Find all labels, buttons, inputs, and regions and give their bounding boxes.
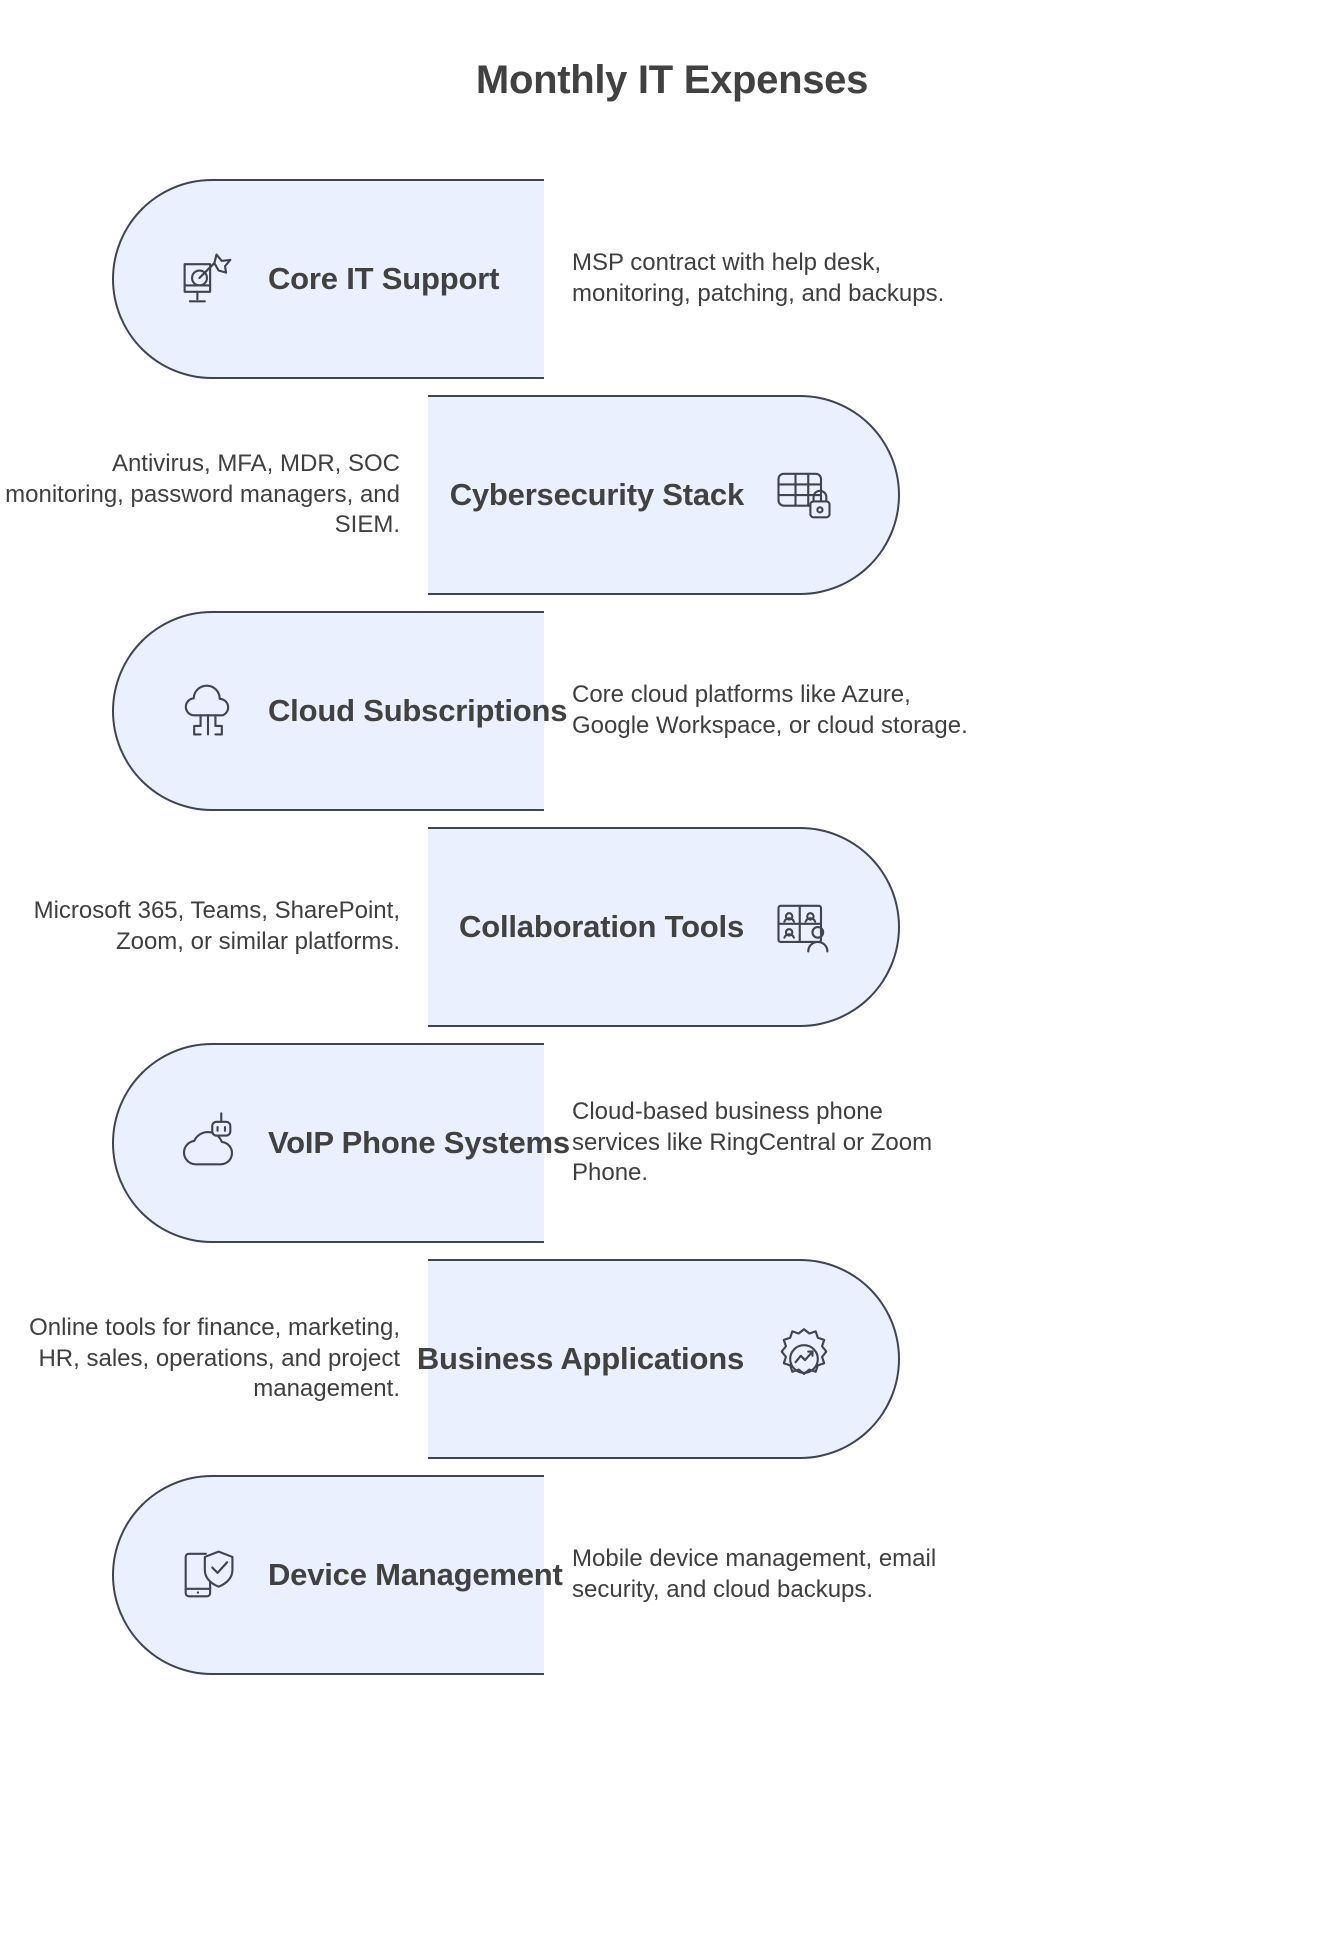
category-pill-core-it-support[interactable]: Core IT Support bbox=[112, 179, 544, 379]
category-label: Collaboration Tools bbox=[459, 909, 744, 944]
category-label: Device Management bbox=[268, 1557, 563, 1592]
monitor-target-icon bbox=[174, 245, 242, 313]
category-description: Cloud-based business phone services like… bbox=[572, 1097, 933, 1187]
category-pill-business-applications[interactable]: Business Applications bbox=[417, 1259, 900, 1459]
video-call-grid-icon bbox=[770, 893, 838, 961]
category-pill-device-management[interactable]: Device Management bbox=[112, 1475, 563, 1675]
category-description: Mobile device management, email security… bbox=[572, 1545, 937, 1603]
category-description: Core cloud platforms like Azure, Google … bbox=[572, 681, 968, 739]
category-label: Cloud Subscriptions bbox=[268, 693, 568, 728]
table-lock-icon bbox=[770, 461, 838, 529]
category-pill-collaboration-tools[interactable]: Collaboration Tools bbox=[428, 827, 900, 1027]
expense-row-device-management: Device Management Mobile device manageme… bbox=[0, 1467, 1344, 1683]
category-pill-cybersecurity-stack[interactable]: Cybersecurity Stack bbox=[428, 395, 900, 595]
cloud-circuit-icon bbox=[174, 677, 242, 745]
category-label: Business Applications bbox=[416, 1341, 744, 1376]
category-label: Core IT Support bbox=[268, 261, 500, 296]
category-pill-voip-phone-systems[interactable]: VoIP Phone Systems bbox=[112, 1043, 570, 1243]
phone-shield-check-icon bbox=[174, 1541, 242, 1609]
category-description: Antivirus, MFA, MDR, SOC monitoring, pas… bbox=[5, 449, 400, 539]
expense-row-core-it-support: Core IT Support MSP contract with help d… bbox=[0, 171, 1344, 387]
category-description: Microsoft 365, Teams, SharePoint, Zoom, … bbox=[33, 897, 400, 955]
gear-chart-icon bbox=[770, 1325, 838, 1393]
expense-row-cybersecurity-stack: Cybersecurity Stack Antivirus, MFA, MDR,… bbox=[0, 387, 1344, 603]
category-label: VoIP Phone Systems bbox=[268, 1125, 570, 1160]
expense-row-business-applications: Business Applications Online tools for f… bbox=[0, 1251, 1344, 1467]
expense-category-list: Core IT Support MSP contract with help d… bbox=[0, 171, 1344, 1683]
expense-row-collaboration-tools: Collaboration Tools Microsoft 365, Teams… bbox=[0, 819, 1344, 1035]
page-title: Monthly IT Expenses bbox=[475, 58, 869, 102]
category-description: MSP contract with help desk, monitoring,… bbox=[572, 249, 945, 307]
expense-row-cloud-subscriptions: Cloud Subscriptions Core cloud platforms… bbox=[0, 603, 1344, 819]
category-label: Cybersecurity Stack bbox=[449, 477, 745, 512]
category-pill-cloud-subscriptions[interactable]: Cloud Subscriptions bbox=[112, 611, 568, 811]
category-description: Online tools for finance, marketing, HR,… bbox=[29, 1313, 400, 1403]
cloud-robot-icon bbox=[174, 1109, 242, 1177]
expense-row-voip-phone-systems: VoIP Phone Systems Cloud-based business … bbox=[0, 1035, 1344, 1251]
